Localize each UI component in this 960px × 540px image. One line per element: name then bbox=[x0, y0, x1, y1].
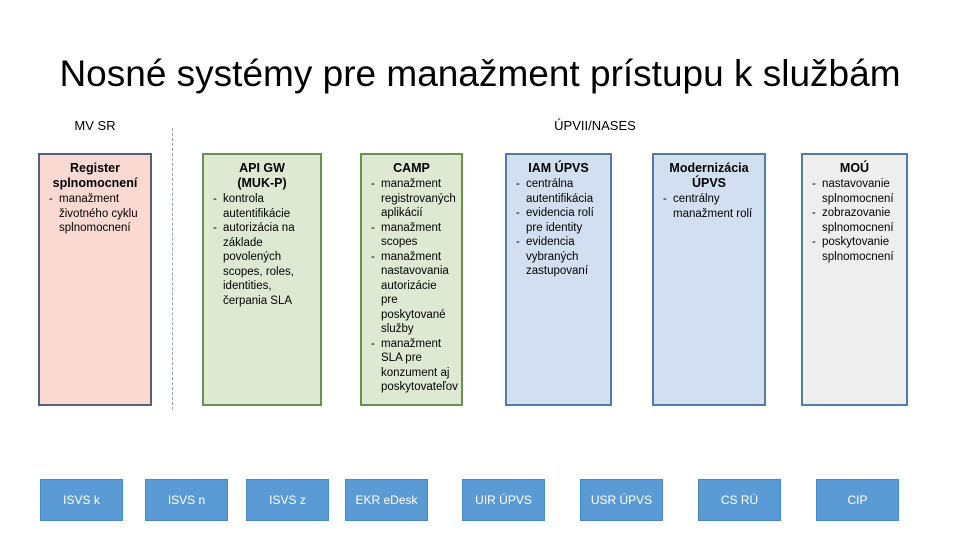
box-register-splnomocneni[interactable]: Register splnomocnení manažment životnéh… bbox=[38, 153, 152, 406]
system-button-ekr-edesk[interactable]: EKR eDesk bbox=[345, 479, 428, 521]
system-button-uir-upvs[interactable]: UIR ÚPVS bbox=[462, 479, 545, 521]
box-title: IAM ÚPVS bbox=[513, 161, 604, 176]
box-item-list: centrálny manažment rolí bbox=[660, 192, 758, 221]
list-item: manažment nastavovania autorizácie pre p… bbox=[370, 250, 455, 337]
box-title: Modernizácia ÚPVS bbox=[660, 161, 758, 191]
org-label-mvsr: MV SR bbox=[74, 118, 116, 133]
org-divider-dashed-line bbox=[172, 128, 173, 410]
box-iam-upvs[interactable]: IAM ÚPVS centrálna autentifikácia eviden… bbox=[505, 153, 612, 406]
list-item: kontrola autentifikácie bbox=[212, 192, 314, 221]
list-item: manažment SLA pre konzument aj poskytova… bbox=[370, 337, 458, 395]
box-title-line2: splnomocnení bbox=[52, 176, 138, 190]
box-title: MOÚ bbox=[809, 161, 900, 176]
system-button-isvs-k[interactable]: ISVS k bbox=[40, 479, 123, 521]
page-title: Nosné systémy pre manažment prístupu k s… bbox=[59, 53, 901, 94]
list-item: evidencia rolí pre identity bbox=[515, 206, 604, 235]
box-item-list: manažment životného cyklu splnomocnení bbox=[46, 192, 144, 236]
system-button-cip[interactable]: CIP bbox=[816, 479, 899, 521]
box-item-list: centrálna autentifikácia evidencia rolí … bbox=[513, 177, 604, 279]
list-item: manažment registrovaných aplikácií bbox=[370, 177, 456, 221]
box-title-line1: IAM ÚPVS bbox=[528, 161, 589, 175]
box-title: CAMP bbox=[368, 161, 455, 176]
box-title: Register splnomocnení bbox=[46, 161, 144, 191]
box-item-list: manažment registrovaných aplikácií manaž… bbox=[368, 177, 458, 395]
system-button-cs-ru[interactable]: CS RÚ bbox=[698, 479, 781, 521]
list-item: centrálna autentifikácia bbox=[515, 177, 604, 206]
box-item-list: nastavovanie splnomocnení zobrazovanie s… bbox=[809, 177, 900, 264]
list-item: manažment scopes bbox=[370, 221, 455, 250]
box-title: API GW (MUK-P) bbox=[210, 161, 314, 191]
list-item: centrálny manažment rolí bbox=[662, 192, 758, 221]
list-item: zobrazovanie splnomocnení bbox=[811, 206, 900, 235]
list-item: manažment životného cyklu splnomocnení bbox=[48, 192, 144, 236]
box-title-line2: (MUK-P) bbox=[237, 176, 287, 190]
box-modernizacia-upvs[interactable]: Modernizácia ÚPVS centrálny manažment ro… bbox=[652, 153, 766, 406]
system-button-isvs-n[interactable]: ISVS n bbox=[145, 479, 228, 521]
list-item: autorizácia na základe povolených scopes… bbox=[212, 221, 314, 308]
org-label-upvii-nases: ÚPVII/NASES bbox=[554, 118, 636, 133]
list-item: nastavovanie splnomocnení bbox=[811, 177, 900, 206]
box-mou[interactable]: MOÚ nastavovanie splnomocnení zobrazovan… bbox=[801, 153, 908, 406]
box-title-line1: Modernizácia bbox=[669, 161, 749, 175]
box-title-line1: Register bbox=[69, 161, 121, 175]
box-title-line2: ÚPVS bbox=[691, 176, 727, 190]
list-item: poskytovanie splnomocnení bbox=[811, 235, 900, 264]
system-button-isvs-z[interactable]: ISVS z bbox=[246, 479, 329, 521]
box-item-list: kontrola autentifikácie autorizácia na z… bbox=[210, 192, 314, 308]
box-title-line1: API GW bbox=[239, 161, 285, 175]
box-camp[interactable]: CAMP manažment registrovaných aplikácií … bbox=[360, 153, 463, 406]
box-title-line1: MOÚ bbox=[839, 161, 870, 175]
box-api-gw-muk-p[interactable]: API GW (MUK-P) kontrola autentifikácie a… bbox=[202, 153, 322, 406]
box-title-line1: CAMP bbox=[393, 161, 430, 175]
system-button-usr-upvs[interactable]: USR ÚPVS bbox=[580, 479, 663, 521]
list-item: evidencia vybraných zastupovaní bbox=[515, 235, 604, 279]
